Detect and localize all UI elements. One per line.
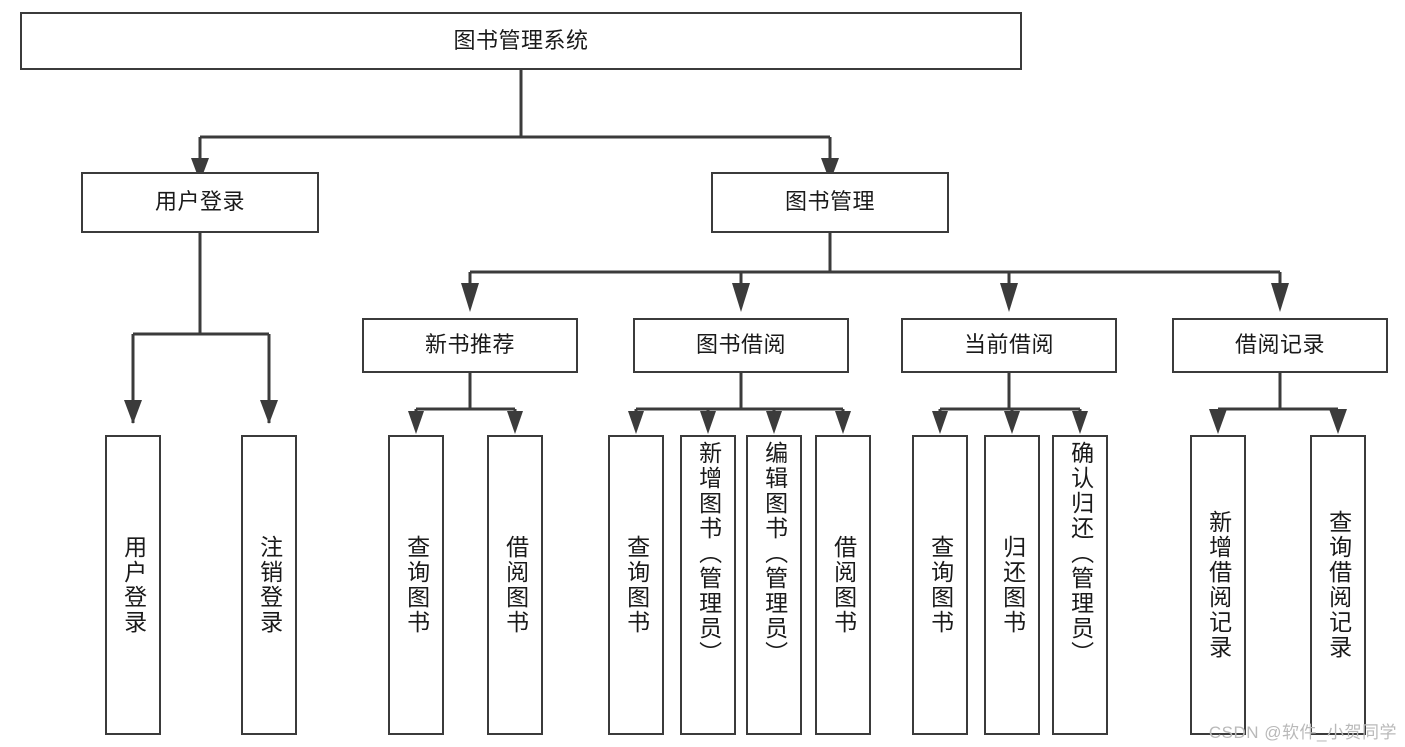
node-root[interactable]: 图书管理系统: [20, 12, 1022, 70]
node-book-borrow[interactable]: 图书借阅: [633, 318, 849, 373]
arrowhead-current-borrow: [1000, 283, 1018, 312]
arrowhead-leaf-user-login: [124, 400, 142, 424]
node-current-borrow-label: 当前借阅: [963, 332, 1054, 358]
node-leaf-edit-book[interactable]: 编辑图书（管理员）: [746, 435, 802, 735]
node-borrow-record-label: 借阅记录: [1234, 332, 1325, 358]
arrowhead-leaf-borrow-book: [835, 411, 851, 434]
node-root-label: 图书管理系统: [453, 27, 589, 53]
arrowhead-leaf-query-book-borrow: [628, 411, 644, 434]
node-leaf-edit-book-label: 编辑图书（管理员）: [761, 441, 788, 666]
node-leaf-query-book-borrow[interactable]: 查询图书: [608, 435, 664, 735]
arrowhead-leaf-confirm-return: [1072, 411, 1088, 434]
node-leaf-confirm-return[interactable]: 确认归还（管理员）: [1052, 435, 1108, 735]
node-leaf-query-book-borrow-label: 查询图书: [623, 535, 650, 635]
arrowhead-leaf-add-record: [1209, 409, 1227, 434]
node-leaf-return-book-label: 归还图书: [999, 535, 1026, 635]
arrowhead-leaf-user-logout: [260, 400, 278, 424]
node-book-borrow-label: 图书借阅: [695, 332, 786, 358]
node-leaf-add-book[interactable]: 新增图书（管理员）: [680, 435, 736, 735]
node-leaf-user-login-label: 用户登录: [120, 535, 147, 635]
node-new-book-recommend[interactable]: 新书推荐: [362, 318, 578, 373]
node-leaf-query-book-current-label: 查询图书: [927, 535, 954, 635]
node-borrow-record[interactable]: 借阅记录: [1172, 318, 1388, 373]
node-leaf-user-logout-label: 注销登录: [256, 535, 283, 635]
node-user-login[interactable]: 用户登录: [81, 172, 319, 233]
node-leaf-borrow-book[interactable]: 借阅图书: [815, 435, 871, 735]
node-leaf-borrow-book-rec[interactable]: 借阅图书: [487, 435, 543, 735]
node-leaf-confirm-return-label: 确认归还（管理员）: [1067, 441, 1094, 666]
arrowhead-leaf-return-book: [1004, 411, 1020, 434]
arrowhead-leaf-edit-book: [766, 411, 782, 434]
node-leaf-borrow-book-rec-label: 借阅图书: [502, 535, 529, 635]
arrowhead-new-book-recommend: [461, 283, 479, 312]
node-leaf-add-record-label: 新增借阅记录: [1205, 510, 1232, 660]
node-leaf-add-book-label: 新增图书（管理员）: [695, 441, 722, 666]
node-book-manage[interactable]: 图书管理: [711, 172, 949, 233]
node-leaf-query-record-label: 查询借阅记录: [1325, 510, 1352, 660]
node-leaf-user-login[interactable]: 用户登录: [105, 435, 161, 735]
arrowhead-leaf-borrow-book-rec: [507, 411, 523, 434]
node-leaf-query-book-current[interactable]: 查询图书: [912, 435, 968, 735]
arrowhead-borrow-record: [1271, 283, 1289, 312]
watermark-text: CSDN @软件_小贺同学: [1208, 723, 1397, 742]
arrowhead-book-borrow: [732, 283, 750, 312]
node-leaf-user-logout[interactable]: 注销登录: [241, 435, 297, 735]
node-leaf-borrow-book-label: 借阅图书: [830, 535, 857, 635]
node-leaf-query-record[interactable]: 查询借阅记录: [1310, 435, 1366, 735]
arrowhead-leaf-query-record: [1329, 409, 1347, 434]
node-book-manage-label: 图书管理: [784, 189, 875, 215]
arrowhead-leaf-add-book: [700, 411, 716, 434]
node-leaf-add-record[interactable]: 新增借阅记录: [1190, 435, 1246, 735]
node-leaf-query-book-rec-label: 查询图书: [403, 535, 430, 635]
arrowhead-leaf-query-book-current: [932, 411, 948, 434]
node-user-login-label: 用户登录: [154, 189, 245, 215]
node-new-book-recommend-label: 新书推荐: [424, 332, 515, 358]
node-current-borrow[interactable]: 当前借阅: [901, 318, 1117, 373]
node-leaf-query-book-rec[interactable]: 查询图书: [388, 435, 444, 735]
arrowhead-leaf-query-book-rec: [408, 411, 424, 434]
node-leaf-return-book[interactable]: 归还图书: [984, 435, 1040, 735]
